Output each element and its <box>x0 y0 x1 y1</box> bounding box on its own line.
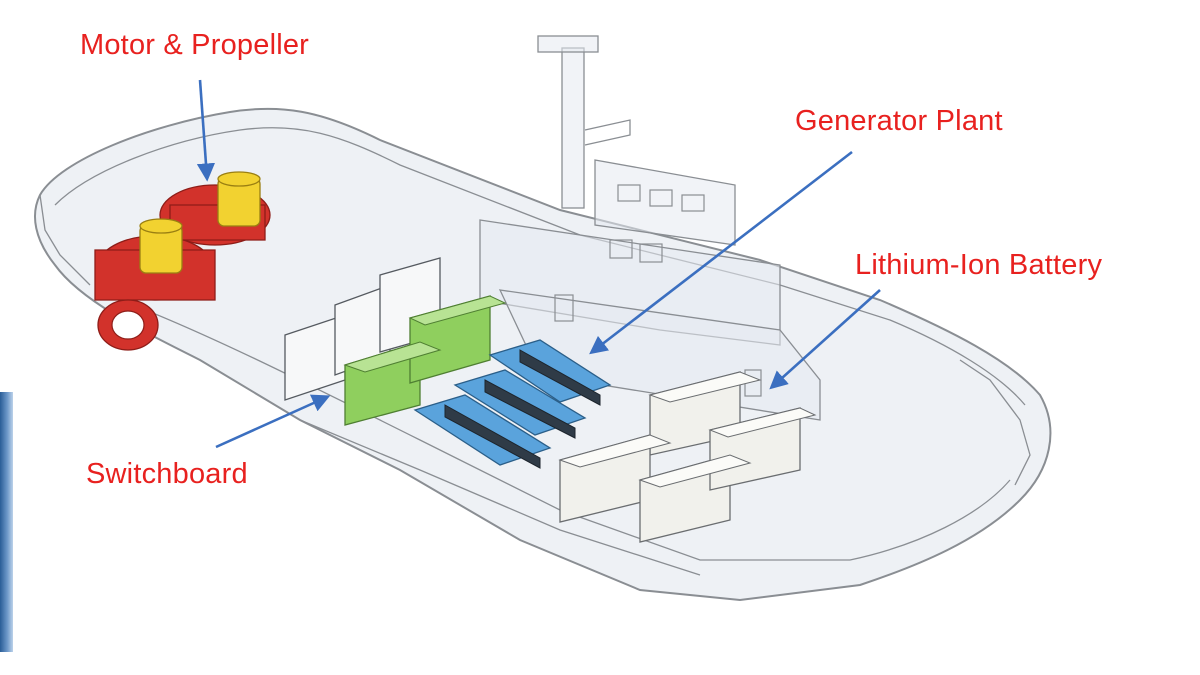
mast-top <box>537 35 599 53</box>
background-photo-edge <box>0 392 13 652</box>
battery-rack-top <box>648 371 762 403</box>
switchboard-cabinet-top <box>408 295 507 326</box>
arrow-motor <box>196 79 216 182</box>
superstructure <box>479 35 821 421</box>
battery-rack-top <box>558 434 672 468</box>
switchboard-cabinet-top <box>343 341 442 373</box>
window <box>649 189 673 207</box>
label-generator-plant: Generator Plant <box>795 105 1003 137</box>
label-lithium-ion-battery: Lithium-Ion Battery <box>855 249 1103 281</box>
stern-bulwark <box>39 194 91 286</box>
battery-rack-top <box>708 407 817 438</box>
mast-arm <box>584 119 631 146</box>
switchboard-cabinets <box>284 257 507 426</box>
callout-arrows <box>196 79 881 449</box>
battery-rack-top <box>638 454 752 488</box>
propeller-nozzle-inner <box>111 310 145 340</box>
window <box>609 239 633 259</box>
hull-deck-rail <box>54 127 1026 406</box>
arrow-switchboard <box>215 394 331 449</box>
generator-engine <box>444 404 541 469</box>
arrow-generator <box>589 150 853 355</box>
label-motor-propeller: Motor & Propeller <box>80 29 310 61</box>
electric-motor-top <box>139 218 183 234</box>
bow-bulwark <box>959 359 1031 486</box>
window <box>639 243 663 263</box>
deckhouse-upper <box>594 159 736 246</box>
hull-inner-line <box>119 299 1011 561</box>
window <box>617 184 641 202</box>
generator-plant <box>413 339 612 469</box>
motor-and-propeller-units <box>94 171 271 351</box>
window <box>681 194 705 212</box>
generator-engine <box>484 379 576 439</box>
generator-engine <box>519 349 601 406</box>
hull-keel-line <box>299 419 701 576</box>
arrow-battery <box>769 289 881 390</box>
battery-racks <box>558 371 817 543</box>
mast <box>561 47 585 209</box>
label-switchboard: Switchboard <box>86 458 248 490</box>
electric-motor-top <box>217 171 261 187</box>
window <box>554 294 574 322</box>
